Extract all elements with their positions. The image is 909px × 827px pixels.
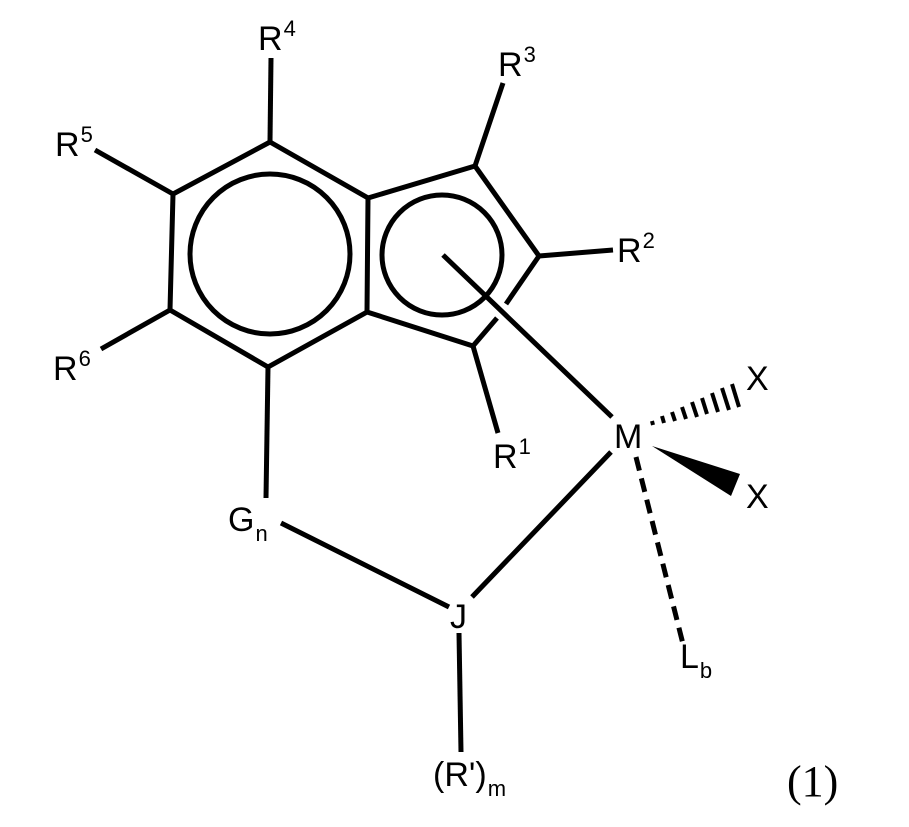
bond-g-j	[279, 520, 451, 610]
label-r2: R2	[617, 228, 655, 270]
bond-r2	[538, 247, 614, 259]
label-r5: R5	[55, 122, 93, 164]
label-r3: R3	[498, 42, 536, 84]
ring-bond-c2-c1a	[503, 254, 542, 306]
cyclopentadienyl-aromatic-circle	[379, 192, 505, 318]
benzene-aromatic-circle	[187, 171, 353, 337]
label-r4: R4	[258, 16, 296, 58]
bond-j-rprime	[456, 632, 464, 753]
ring-bond-c7a-c1	[366, 309, 474, 349]
bond-r4	[267, 57, 274, 143]
bond-j-m	[470, 450, 613, 599]
solid-wedge-m-x	[652, 446, 740, 496]
bond-eta5-m	[441, 253, 614, 419]
hashed-wedge-m-x	[650, 383, 741, 426]
label-x-top: X	[746, 360, 769, 398]
bond-r1	[470, 345, 501, 434]
label-rprime: (R')m	[433, 756, 507, 801]
label-r1: R1	[493, 434, 531, 476]
bond-c7-g	[263, 366, 271, 499]
label-m: M	[614, 418, 643, 456]
ring-bond-c3a-c3	[367, 163, 476, 201]
bond-r5	[93, 147, 175, 197]
label-g: Gn	[228, 501, 268, 546]
label-x-bottom: X	[746, 478, 769, 516]
ring-bond-c3-c2	[472, 164, 542, 258]
label-l: Lb	[680, 638, 713, 683]
equation-number: (1)	[787, 757, 839, 806]
label-j: J	[450, 598, 467, 636]
bond-r6	[99, 307, 172, 352]
bond-m-l-dashed	[633, 456, 687, 649]
ring-bond-c1-c1b	[471, 316, 499, 348]
label-r6: R6	[53, 346, 91, 388]
bond-r3	[472, 82, 506, 167]
